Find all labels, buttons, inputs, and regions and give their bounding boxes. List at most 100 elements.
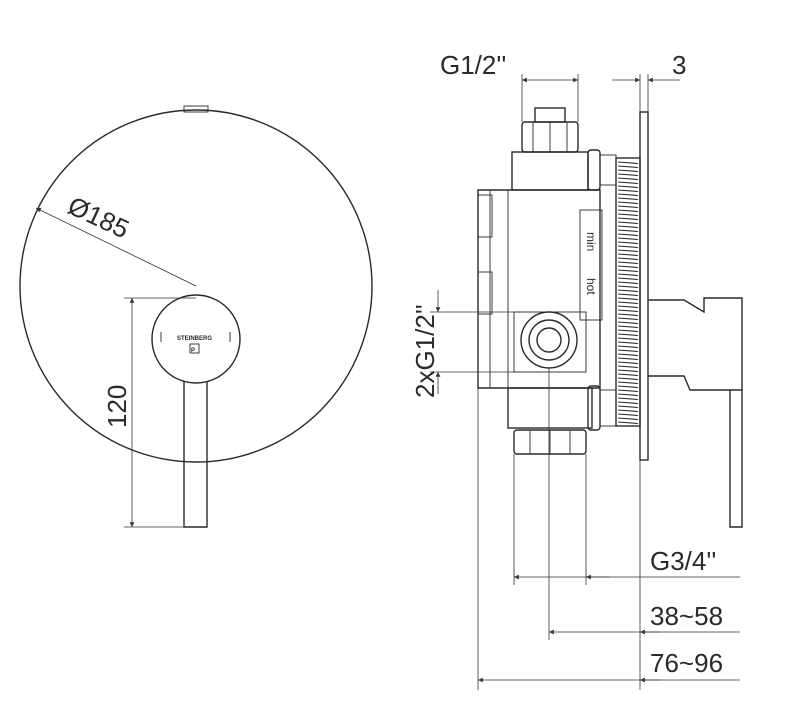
side-inlet-inner	[536, 327, 562, 353]
collar-ring-bottom	[599, 389, 617, 427]
thread-line	[617, 369, 639, 373]
valve-body	[477, 189, 601, 389]
thread-line	[617, 229, 639, 233]
thread-line	[617, 181, 639, 185]
diameter-label: Ø185	[63, 190, 133, 244]
collar-nut-bottom	[587, 385, 601, 431]
thread-line	[617, 309, 639, 313]
thread-line	[617, 221, 639, 225]
diameter-leader	[35, 207, 197, 287]
handle-lever	[183, 381, 208, 528]
thread-line	[617, 421, 639, 425]
thread-line	[617, 185, 639, 189]
thread-line	[617, 417, 639, 421]
thread-line	[617, 169, 639, 173]
thread-line	[617, 321, 639, 325]
thread-line	[617, 365, 639, 369]
thread-line	[617, 333, 639, 337]
thread-line	[617, 285, 639, 289]
thread-line	[617, 293, 639, 297]
thread-line	[617, 257, 639, 261]
thread-line	[617, 281, 639, 285]
left-lug-bottom	[477, 271, 493, 315]
thread-line	[617, 305, 639, 309]
handle-head	[151, 294, 241, 384]
thread-line	[617, 349, 639, 353]
thread-line	[617, 377, 639, 381]
thread-line	[617, 249, 639, 253]
brand-logo-icon	[189, 343, 200, 354]
label-window	[579, 209, 603, 321]
thread-line	[617, 217, 639, 221]
side-view: min hot G1/2''	[410, 50, 743, 690]
thread-line	[617, 269, 639, 273]
thread-line	[617, 289, 639, 293]
thread-line	[617, 341, 639, 345]
thread-line	[617, 361, 639, 365]
thread-line	[617, 381, 639, 385]
thread-line	[617, 401, 639, 405]
thread-line	[617, 193, 639, 197]
thread-line	[617, 209, 639, 213]
thread-line	[617, 201, 639, 205]
thread-lines	[617, 161, 639, 425]
body-text-hot: hot	[584, 278, 598, 295]
thread-line	[617, 345, 639, 349]
inlet-top-label: G1/2''	[440, 50, 506, 80]
height-label: 120	[102, 385, 132, 428]
thread-line	[617, 233, 639, 237]
thread-line	[617, 253, 639, 257]
thread-line	[617, 241, 639, 245]
outlet-label: G3/4''	[650, 546, 716, 576]
brand-logo-glyph: P	[191, 348, 195, 354]
thread-line	[617, 173, 639, 177]
thread-line	[617, 397, 639, 401]
thread-line	[617, 301, 639, 305]
thread-line	[617, 373, 639, 377]
brand-text: STEINBERG	[177, 336, 212, 342]
left-lug-top	[477, 194, 493, 238]
top-inlet-nipple	[534, 107, 566, 123]
top-boss	[511, 151, 589, 191]
cover-plate-side	[639, 111, 649, 461]
collar-nut-top	[587, 149, 601, 191]
thread-line	[617, 273, 639, 277]
thread-line	[617, 393, 639, 397]
thread-line	[617, 357, 639, 361]
thread-line	[617, 389, 639, 393]
handle-side-lever	[729, 390, 743, 528]
thread-line	[617, 313, 639, 317]
depth-min-label: 38~58	[650, 601, 723, 631]
side-inlet-mid	[528, 319, 570, 361]
thread-line	[617, 177, 639, 181]
thread-line	[617, 325, 639, 329]
handle-side	[648, 297, 743, 391]
thread-line	[617, 197, 639, 201]
inlets-label: 2xG1/2''	[410, 304, 440, 398]
thread-line	[617, 213, 639, 217]
thread-line	[617, 161, 639, 165]
thread-line	[617, 329, 639, 333]
thread-line	[617, 297, 639, 301]
thread-line	[617, 317, 639, 321]
collar-ring-top	[599, 154, 617, 186]
thread-line	[617, 205, 639, 209]
thread-line	[617, 245, 639, 249]
plate-thickness-label: 3	[672, 50, 686, 80]
bottom-boss	[507, 387, 593, 429]
thread-line	[617, 237, 639, 241]
side-inlet-boss	[513, 311, 587, 373]
thread-line	[617, 385, 639, 389]
thread-line	[617, 265, 639, 269]
thread-line	[617, 261, 639, 265]
body-text-min: min	[584, 232, 598, 251]
thread-line	[617, 353, 639, 357]
top-nub	[183, 105, 209, 113]
depth-max-label: 76~96	[650, 648, 723, 678]
thread-line	[617, 409, 639, 413]
thread-line	[617, 189, 639, 193]
thread-line	[617, 337, 639, 341]
thread-line	[617, 165, 639, 169]
thread-line	[617, 225, 639, 229]
